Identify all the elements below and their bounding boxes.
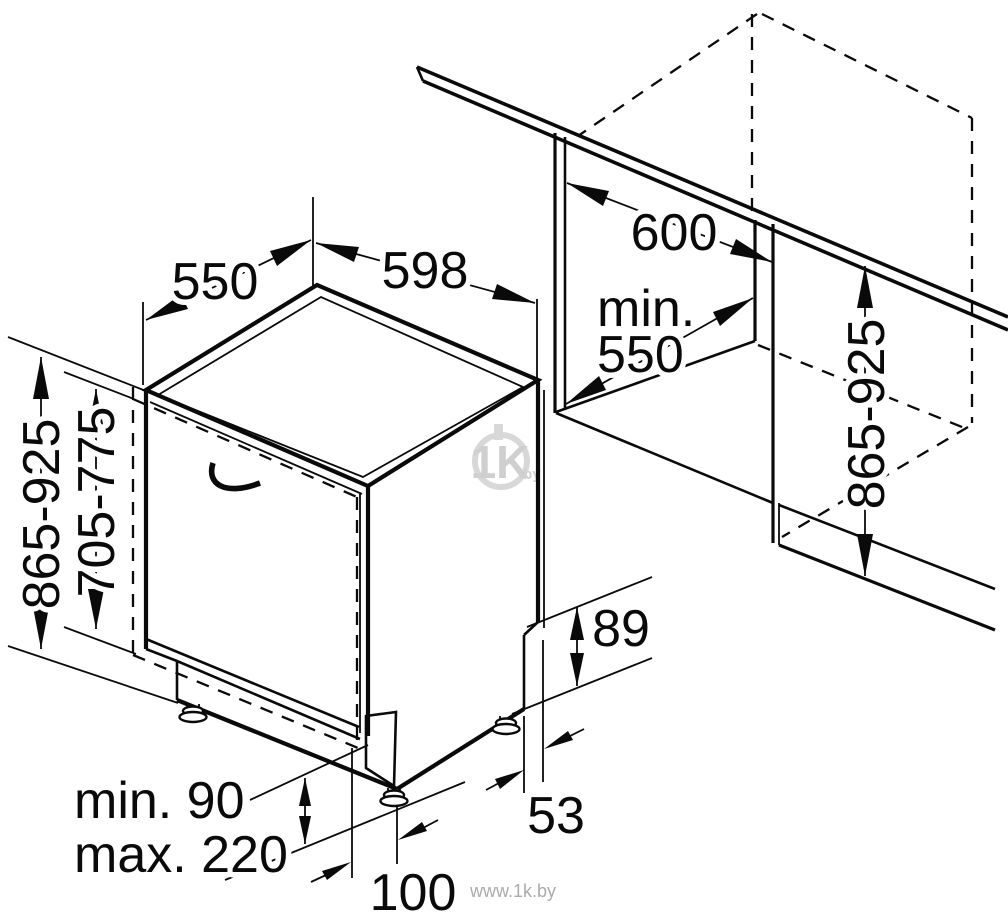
ext-height-top-outer: [7, 336, 147, 392]
foot-front-left: [178, 704, 208, 724]
niche-floor-back-edge-dashed: [757, 343, 968, 431]
arrow-865R-top: [857, 266, 873, 308]
foot-front-right: [379, 788, 409, 808]
plinth-top-edge: [176, 659, 361, 741]
door-top-edge: [149, 401, 363, 495]
label-niche-width: 600: [631, 204, 718, 262]
furniture-door-bottom-dashed: [132, 653, 359, 750]
watermark-logo-text: 1K: [471, 436, 530, 488]
label-rear-step-height: 89: [592, 600, 650, 658]
ext-door-bottom: [63, 626, 137, 655]
ext-step-top: [526, 576, 653, 628]
niche-cabinet: [415, 12, 1008, 632]
arrow-min550-left: [566, 376, 606, 404]
tail-100-right: [422, 819, 439, 829]
ext-foot-top: [249, 744, 369, 801]
label-foot-adjust-max: max. 220: [74, 826, 288, 884]
niche-floor-front-edge: [555, 411, 774, 505]
label-rear-step-depth: 53: [527, 787, 585, 845]
dimension-lines: [7, 182, 873, 883]
dimension-labels: 550 598 600 min. 550 865-925 705-775 865…: [8, 199, 902, 920]
tail-53-left: [485, 782, 500, 791]
tail-100-left: [310, 874, 327, 883]
arrow-min550-right: [713, 298, 753, 326]
arrow-foot-top: [299, 778, 311, 806]
foot-rear-right: [491, 716, 521, 736]
label-door-panel-height: 705-775: [68, 407, 126, 598]
ext-step-bottom: [511, 657, 653, 715]
niche-top-right-edge-dashed: [761, 12, 973, 120]
base-bottom-front-edge: [176, 698, 398, 791]
arrow-865L-top: [33, 357, 49, 399]
watermark-flag: [494, 424, 503, 440]
label-foot-adjust-min: min. 90: [74, 772, 245, 830]
label-top-width: 598: [382, 242, 469, 300]
right-plinth-bottom-edge: [778, 543, 996, 632]
tail-53-right: [569, 728, 585, 737]
arrow-705-bottom: [88, 589, 104, 629]
arrow-foot-bottom: [299, 816, 311, 844]
plinth-step-top: [145, 647, 178, 663]
niche-top-left-edge-dashed: [577, 13, 758, 137]
worktop-top-edge: [416, 65, 1008, 319]
base-right-end-cap: [364, 710, 398, 789]
arrow-550-right: [270, 240, 311, 266]
label-niche-height: 865-925: [838, 319, 896, 510]
label-top-depth: 550: [172, 253, 259, 311]
door-bottom-edge: [145, 637, 360, 729]
worktop-end-cap: [415, 66, 425, 82]
label-appliance-height: 865-925: [13, 419, 71, 610]
arrow-53-right: [544, 731, 573, 749]
watermark-logo: 1K .by: [471, 424, 541, 490]
ext-door-top: [63, 371, 135, 400]
furniture-door-top-dashed: [132, 397, 358, 499]
right-plinth-top-edge: [778, 503, 996, 591]
arrow-53-left: [495, 770, 524, 789]
door-handle-arc: [208, 462, 261, 492]
ext-floor-line: [224, 781, 466, 881]
arrow-89-bottom: [570, 653, 584, 686]
arrow-600-left: [567, 183, 609, 206]
arrow-600-right: [730, 239, 772, 262]
arrow-550-left: [146, 294, 188, 320]
dishwasher-top-rim: [155, 295, 526, 478]
arrow-865R-bottom: [857, 534, 873, 576]
watermark-url: www.1k.by: [469, 881, 556, 901]
arrow-865L-bottom: [33, 607, 49, 649]
dishwasher: [131, 282, 545, 808]
arrow-705-top: [88, 389, 104, 429]
label-niche-depth-value: 550: [597, 326, 684, 384]
label-rear-foot-offset: 100: [370, 864, 457, 920]
niche-floor-left-edge: [555, 339, 756, 414]
worktop-bottom-edge: [422, 79, 1008, 332]
arrow-89-top: [570, 607, 584, 640]
label-niche-depth-min: min.: [597, 280, 695, 338]
watermark-logo-suffix: .by: [519, 466, 541, 483]
arrow-598-left: [316, 243, 359, 262]
ext-height-bottom-outer: [7, 645, 179, 704]
arrow-100-right: [398, 822, 427, 840]
arrow-100-left: [322, 862, 351, 880]
arrow-598-right: [492, 284, 535, 303]
